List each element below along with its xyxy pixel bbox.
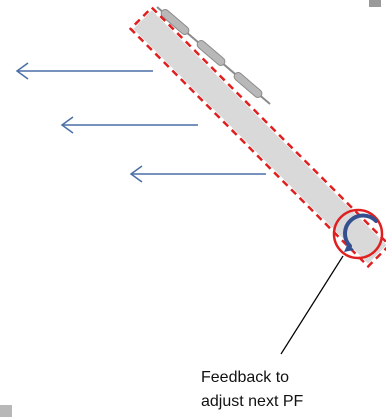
- left-arrow-1: [17, 63, 153, 79]
- annotation-line-1: Feedback to: [201, 366, 289, 390]
- leader-line: [281, 256, 343, 354]
- left-arrow-2: [62, 117, 198, 133]
- corner-artifact-top: [369, 0, 381, 7]
- rail-segment-3: [232, 71, 263, 99]
- corner-artifact-bottom: [0, 405, 12, 417]
- annotation-line-2: adjust next PF: [201, 390, 303, 414]
- left-arrow-3: [131, 166, 266, 182]
